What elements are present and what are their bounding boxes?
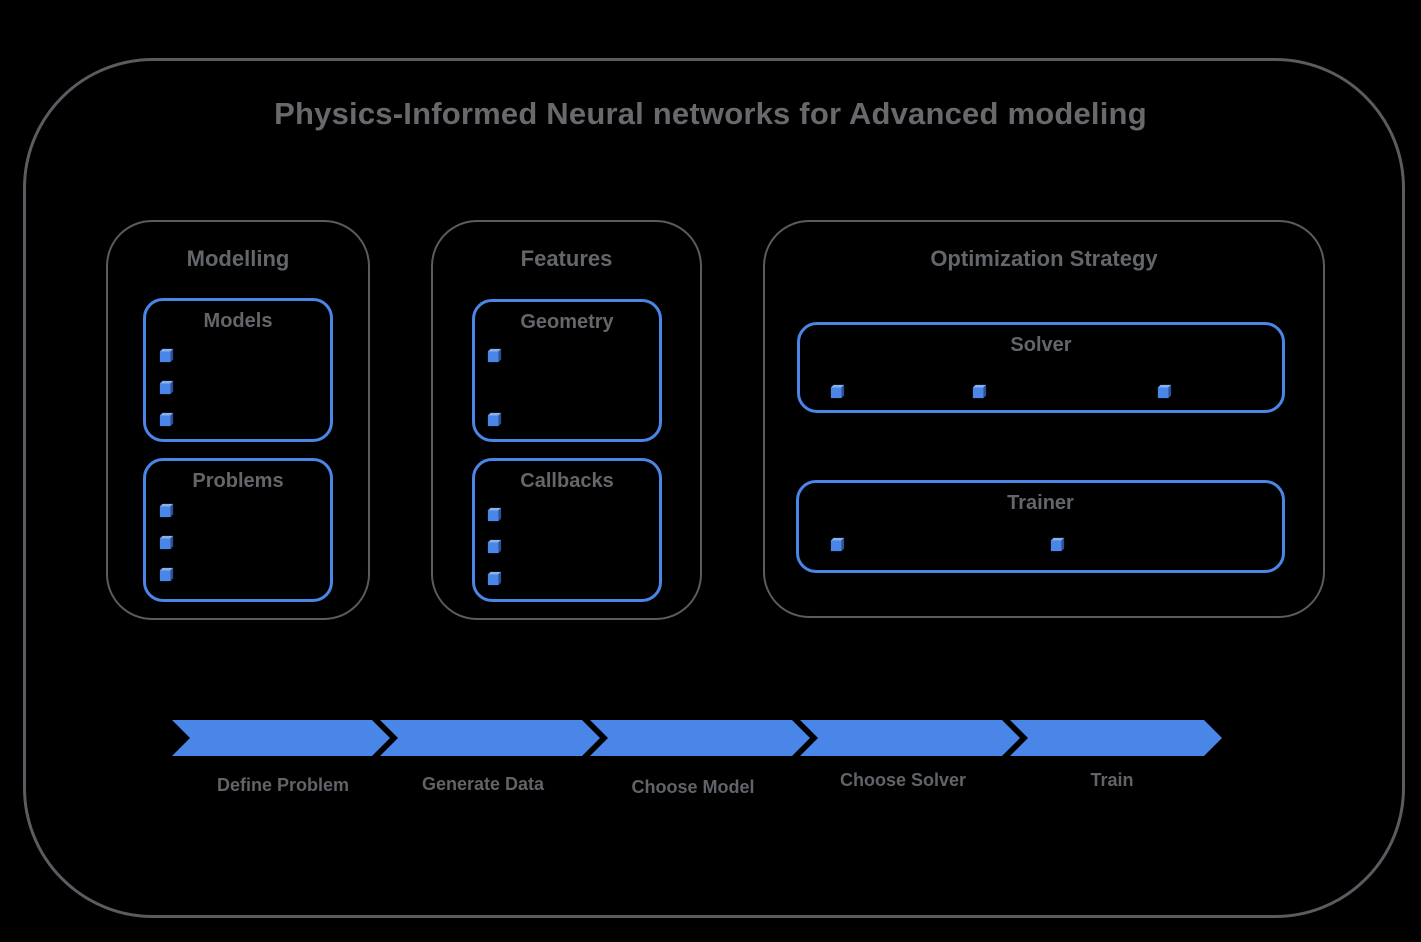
group-box-geometry: Geometry: [472, 299, 662, 442]
cube-icon: [830, 537, 845, 552]
cube-icon: [487, 412, 502, 427]
cube-icon: [159, 412, 174, 427]
pipeline-arrow-segment: [380, 720, 600, 756]
cube-icon: [487, 571, 502, 586]
section-box-features: Features: [431, 220, 702, 620]
cube-icon: [830, 384, 845, 399]
pipeline-arrow-segment: [590, 720, 810, 756]
section-title-modelling: Modelling: [186, 246, 290, 271]
cube-icon: [159, 567, 174, 582]
group-title-models: Models: [203, 310, 273, 332]
cube-icon: [972, 384, 987, 399]
section-title-features: Features: [520, 246, 613, 271]
outer-frame: [23, 58, 1405, 918]
group-title-callbacks: Callbacks: [520, 470, 614, 492]
cube-icon: [1157, 384, 1172, 399]
cube-icon: [159, 535, 174, 550]
pipeline-step-label-generate-data: Generate Data: [421, 774, 545, 794]
group-box-callbacks: Callbacks: [472, 458, 662, 602]
group-box-problems: Problems: [143, 458, 333, 602]
section-title-optimization-strategy: Optimization Strategy: [930, 246, 1158, 271]
cube-icon: [159, 503, 174, 518]
section-box-modelling: Modelling: [106, 220, 370, 620]
group-title-problems: Problems: [192, 470, 284, 492]
group-box-models: Models: [143, 298, 333, 442]
group-box-solver: Solver: [797, 322, 1285, 413]
group-title-trainer: Trainer: [1007, 492, 1074, 514]
pipeline-step-label-define-problem: Define Problem: [216, 775, 350, 795]
section-box-optimization-strategy: Optimization Strategy: [763, 220, 1325, 618]
group-box-trainer: Trainer: [796, 480, 1285, 573]
diagram-title: Physics-Informed Neural networks for Adv…: [274, 96, 1147, 131]
cube-icon: [487, 539, 502, 554]
pipeline-arrow-segment: [800, 720, 1020, 756]
cube-icon: [159, 348, 174, 363]
pipeline-step-label-choose-solver: Choose Solver: [839, 770, 967, 790]
cube-icon: [487, 348, 502, 363]
pipeline-step-label-train: Train: [1090, 770, 1134, 790]
cube-icon: [159, 380, 174, 395]
group-title-geometry: Geometry: [520, 311, 614, 333]
cube-icon: [1050, 537, 1065, 552]
pipeline-arrow-segment: [1010, 720, 1222, 756]
pipeline-step-label-choose-model: Choose Model: [631, 777, 755, 797]
cube-icon: [487, 507, 502, 522]
group-title-solver: Solver: [1010, 334, 1072, 356]
pipeline-arrow-segment: [172, 720, 390, 756]
